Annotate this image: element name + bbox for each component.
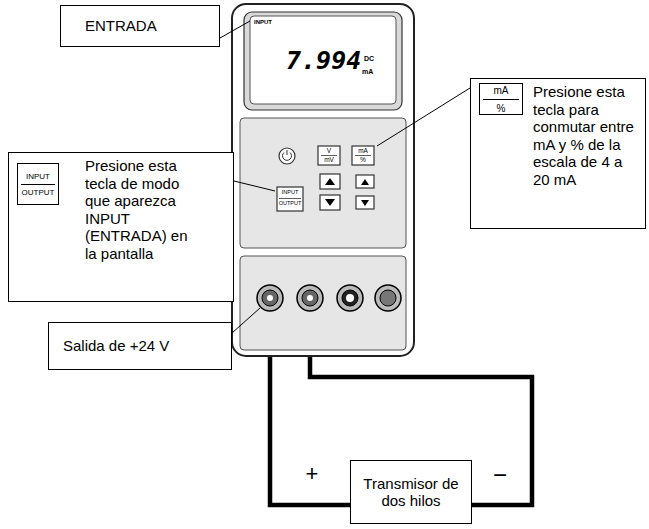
leader-line: [220, 21, 250, 38]
callout-text: Presione esta tecla para conmutar entre …: [533, 83, 639, 188]
key-icon: mA%: [479, 83, 523, 115]
device-body: [240, 256, 406, 350]
callout-box: Salida de +24 V: [48, 322, 232, 370]
key-icon: INPUT OUTPUT: [17, 163, 59, 205]
display-unit: mA: [362, 68, 373, 75]
terminal: [267, 295, 273, 301]
key-legend: mA: [358, 148, 368, 155]
device-body: [232, 4, 414, 356]
callout-box: Presione esta tecla para conmutar entre …: [470, 78, 646, 229]
key-legend: OUTPUT: [279, 201, 302, 207]
terminal: [346, 294, 354, 302]
callout-text: Salida de +24 V: [63, 337, 169, 355]
terminal: [342, 290, 358, 306]
device-body: [250, 16, 396, 104]
keypad: [279, 148, 295, 164]
display-mode: INPUT: [254, 19, 272, 25]
callout-box: ENTRADA: [60, 5, 220, 47]
device-body: [244, 12, 402, 110]
leader-line: [234, 181, 275, 191]
key-legend: %: [360, 157, 366, 164]
key-legend: V: [327, 148, 331, 155]
key-legend: OUTPUT: [21, 187, 55, 198]
key-legend: INPUT: [282, 190, 299, 196]
key-legend: mV: [324, 157, 334, 164]
keypad: [279, 198, 301, 199]
terminal: [307, 295, 313, 301]
terminal: [302, 290, 318, 306]
keypad: [318, 146, 340, 165]
terminal: [380, 290, 396, 306]
transmitter-box: Transmisor de dos hilos: [350, 460, 472, 524]
keypad: [321, 155, 337, 156]
terminal: [337, 285, 363, 311]
key-legend: INPUT: [21, 171, 55, 185]
keypad: [320, 195, 340, 210]
polarity-mark: +: [306, 463, 319, 485]
keypad: [277, 146, 374, 211]
display-reading: 7.994: [286, 48, 361, 73]
callout-box: Presione esta tecla de modo que aparezca…: [8, 152, 234, 302]
terminal: [375, 285, 401, 311]
device-body: [240, 118, 406, 248]
keypad: [356, 175, 374, 188]
keypad: [355, 155, 371, 156]
keypad: [356, 196, 374, 209]
keypad: [325, 199, 335, 206]
keypad: [325, 178, 335, 185]
keypad: [361, 200, 369, 206]
polarity-mark: −: [493, 463, 507, 487]
callout-text: Presione esta tecla de modo que aparezca…: [85, 157, 189, 262]
keypad: [277, 187, 303, 211]
leader-line: [232, 308, 260, 333]
key-legend: %: [483, 102, 519, 115]
terminal: [262, 290, 278, 306]
leader-line: [220, 21, 470, 333]
keypad: [352, 146, 374, 165]
callout-text: Transmisor de dos hilos: [359, 475, 463, 510]
device-body: [232, 4, 414, 356]
terminal: [297, 285, 323, 311]
leader-line: [377, 88, 470, 146]
terminal: [257, 285, 401, 311]
keypad: [361, 179, 369, 185]
callout-text: ENTRADA: [85, 17, 157, 35]
keypad: [320, 174, 340, 189]
display-unit: DC: [364, 55, 374, 62]
key-legend: mA: [483, 84, 519, 100]
terminal: [257, 285, 283, 311]
keypad: [287, 150, 288, 155]
